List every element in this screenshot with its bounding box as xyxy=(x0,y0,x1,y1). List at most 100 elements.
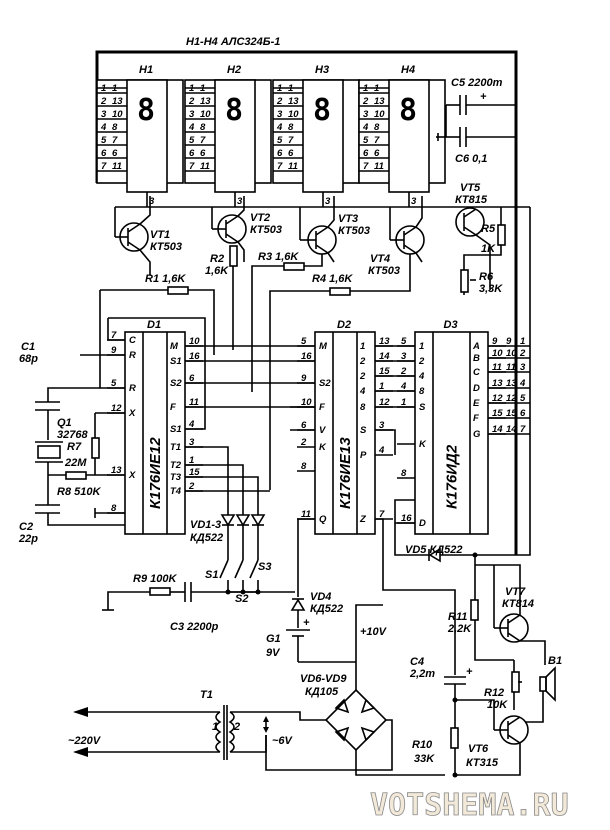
d1-pin-function: T1 xyxy=(170,442,181,453)
display-1-pin-right: 13 xyxy=(112,96,123,107)
d3-out-pin: 12 xyxy=(506,393,517,404)
r8-body xyxy=(65,471,87,480)
r4-body xyxy=(329,287,351,296)
d2-type: К176ИЕ13 xyxy=(337,437,354,509)
r12-value: 10K xyxy=(487,699,508,711)
display-3-pin-right: 13 xyxy=(288,96,299,107)
s2-label: S2 xyxy=(235,593,248,605)
d1-pin-number: 11 xyxy=(189,397,199,408)
display-3-digit: 8 xyxy=(313,93,331,128)
d2-pin-function: M xyxy=(319,341,328,352)
battery-section: VD4 КД522 + G1 9V xyxy=(266,590,343,662)
d3-out-segment: 4 xyxy=(519,378,526,389)
display-2-digit: 8 xyxy=(225,93,243,128)
r7-value: 22M xyxy=(64,457,87,469)
vt5-label: VT5 xyxy=(460,182,481,194)
display-2-pin-left: 1 xyxy=(189,83,194,94)
display-1-pin-right: 6 xyxy=(112,148,118,159)
vd1-symbol xyxy=(220,514,236,527)
vd3-symbol xyxy=(250,514,266,527)
display-3-label: H3 xyxy=(315,64,329,76)
d2-pin-number: 12 xyxy=(379,397,390,408)
r6-value: 3,3K xyxy=(479,283,503,295)
display-3-pin-left: 3 xyxy=(277,109,283,120)
c4-value: 2,2m xyxy=(409,668,435,680)
c5-label: C5 2200m xyxy=(451,77,503,89)
r12-body xyxy=(511,671,520,693)
c2-value: 22p xyxy=(18,533,38,545)
d3-out-pin: 13 xyxy=(506,378,517,389)
display-3-pin-left: 4 xyxy=(276,122,283,133)
vt6-label: VT6 xyxy=(468,743,489,755)
d3-pin-number: 9 xyxy=(492,336,498,347)
d2-pin-function: S2 xyxy=(319,378,331,389)
g1-label: G1 xyxy=(266,633,281,645)
digit-transistors: VT1 КТ503 VT2 КТ503 VT3 КТ503 VT4 КТ503 xyxy=(114,196,530,277)
display-3-pin-right: 8 xyxy=(288,122,294,133)
d1-pin-number: 15 xyxy=(189,467,200,478)
display-2-pin-right: 1 xyxy=(200,83,205,94)
d3-pin-number: 2 xyxy=(400,366,407,377)
s1-lever[interactable] xyxy=(219,559,229,579)
display-3-pin-right: 7 xyxy=(288,135,294,146)
display-4-pin-left: 6 xyxy=(363,148,369,159)
bridge-rectifier: VD6-VD9 КД105 +10V xyxy=(265,604,445,776)
r6-label: R6 xyxy=(479,271,494,283)
d2-pin-function: Q xyxy=(319,514,327,525)
r9-body xyxy=(149,587,171,596)
d1-body xyxy=(124,331,186,535)
d3-out-pin: 11 xyxy=(506,362,516,373)
d2-pin-number: 9 xyxy=(301,373,307,384)
d2-pin-number: 4 xyxy=(378,445,385,456)
display-2-pin-right: 8 xyxy=(200,122,206,133)
c5-plus: + xyxy=(480,91,487,103)
b1-label: B1 xyxy=(548,655,562,667)
d1-pin-function: X xyxy=(128,470,136,481)
d3-pin-function: 1 xyxy=(419,341,424,352)
display-4-pin-right: 13 xyxy=(374,96,385,107)
display-1-pin-left: 6 xyxy=(101,148,107,159)
d3-pin-number: 10 xyxy=(492,348,503,359)
display-3-pin-right: 11 xyxy=(288,161,298,172)
d1-pin-function: T4 xyxy=(170,486,182,497)
display-1-pin-right: 8 xyxy=(112,122,118,133)
display-1-pin-left: 3 xyxy=(101,109,107,120)
d1-pin-function: M xyxy=(170,341,179,352)
g1-value: 9V xyxy=(266,647,281,659)
d3-out-segment: 5 xyxy=(520,393,526,404)
display-3-pin-left: 2 xyxy=(276,96,283,107)
vt1-type: КТ503 xyxy=(150,241,182,253)
s1-label: S1 xyxy=(205,569,218,581)
c2-label: C2 xyxy=(19,521,33,533)
d3-out-pin: 9 xyxy=(506,336,512,347)
display-4-pin-right: 8 xyxy=(374,122,380,133)
r2-value: 1,6K xyxy=(205,265,229,277)
display-2-pin-left: 4 xyxy=(188,122,195,133)
display-4-body xyxy=(388,79,430,193)
s3-lever[interactable] xyxy=(249,559,259,579)
d1-pin-function: C xyxy=(129,335,136,346)
d2-pin-function: 1 xyxy=(360,341,365,352)
t1-pin1: 1 xyxy=(212,721,218,733)
display-4-pin-left: 1 xyxy=(363,83,368,94)
d2-pin-number: 5 xyxy=(301,336,307,347)
display-4-pin-right: 11 xyxy=(374,161,384,172)
display-2-pin-left: 2 xyxy=(188,96,195,107)
d2-pin-number: 10 xyxy=(301,397,312,408)
r10-value: 33K xyxy=(414,753,435,765)
d2-pin-function: 4 xyxy=(359,386,366,397)
watermark: VOTSHEMA.RU xyxy=(370,788,569,823)
d2-pin-function: Z xyxy=(359,514,367,525)
d2-pin-number: 11 xyxy=(301,509,311,520)
display-3-pin-left: 1 xyxy=(277,83,282,94)
display-4-pin-right: 7 xyxy=(374,135,380,146)
display-2-pin-left: 3 xyxy=(189,109,195,120)
q1-body xyxy=(37,445,61,459)
r10-body xyxy=(450,727,459,749)
display-1-pin-left: 2 xyxy=(100,96,107,107)
q1-value: 32768 xyxy=(57,429,88,441)
secondary-label: ~6V xyxy=(272,735,294,747)
display-4-pin-left: 4 xyxy=(362,122,369,133)
r1-label: R1 1,6K xyxy=(145,273,186,285)
s2-lever[interactable] xyxy=(234,559,244,579)
